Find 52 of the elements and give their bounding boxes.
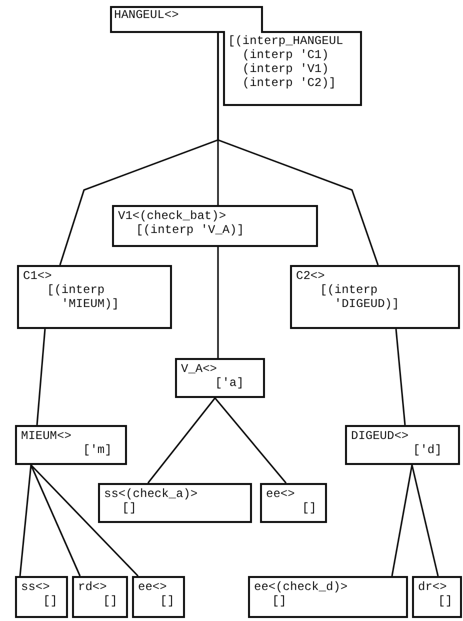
node-name: ee<>: [138, 580, 167, 594]
node-name: rd<>: [78, 580, 107, 594]
node-code: []: [103, 594, 118, 608]
node-name: HANGEUL<>: [114, 8, 179, 22]
node-code: []: [438, 594, 452, 608]
node-box: [290, 265, 460, 329]
connector-line: [217, 247, 219, 358]
node-box: [17, 265, 172, 329]
node-name: ss<(check_a)>: [104, 487, 198, 501]
node-box: [260, 483, 327, 523]
node-name: MIEUM<>: [21, 429, 72, 443]
node-box: [112, 205, 318, 247]
node-code: []: [122, 501, 136, 515]
node-code: []: [302, 501, 316, 515]
connector-line: [391, 464, 413, 576]
connector-line: [19, 464, 32, 576]
node-name: C1<>: [23, 269, 52, 283]
node-code: ['d]: [413, 443, 442, 457]
node-code: []: [160, 594, 174, 608]
node-name: V1<(check_bat)>: [118, 209, 226, 223]
node-code: ['a]: [215, 376, 244, 390]
node-name: ee<(check_d)>: [254, 580, 348, 594]
node-box: [15, 576, 68, 618]
node-name: dr<>: [418, 580, 447, 594]
node-code: ['m]: [83, 443, 112, 457]
node-code: [(interp 'V_A)]: [136, 223, 244, 237]
node-box: [175, 358, 265, 398]
node-box: [98, 483, 252, 523]
node-name: ee<>: [266, 487, 295, 501]
node-box: [72, 576, 128, 618]
node-name: V_A<>: [181, 362, 218, 376]
connector-line: [30, 464, 81, 576]
connector-line: [217, 32, 379, 266]
node-code: [(interp 'DIGEUD)]: [320, 283, 400, 311]
node-name: C2<>: [296, 269, 325, 283]
connector-line: [395, 328, 406, 426]
node-name: DIGEUD<>: [351, 429, 409, 443]
node-box: [248, 576, 408, 618]
node-box: [345, 425, 460, 465]
node-code: []: [272, 594, 286, 608]
node-code: [(interp 'MIEUM)]: [47, 283, 120, 311]
node-box: [412, 576, 462, 618]
node-box: [132, 576, 185, 618]
node-name: ss<>: [21, 580, 50, 594]
node-box: [15, 425, 127, 465]
connector-line: [147, 398, 216, 484]
connector-line: [30, 464, 139, 577]
connector-line: [411, 464, 439, 576]
connector-line: [36, 328, 46, 426]
node-code: [(interp_HANGEUL (interp 'C1) (interp 'V1) (interp 'C2)]: [228, 34, 344, 90]
node-code: []: [43, 594, 58, 608]
connector-line: [214, 397, 287, 484]
